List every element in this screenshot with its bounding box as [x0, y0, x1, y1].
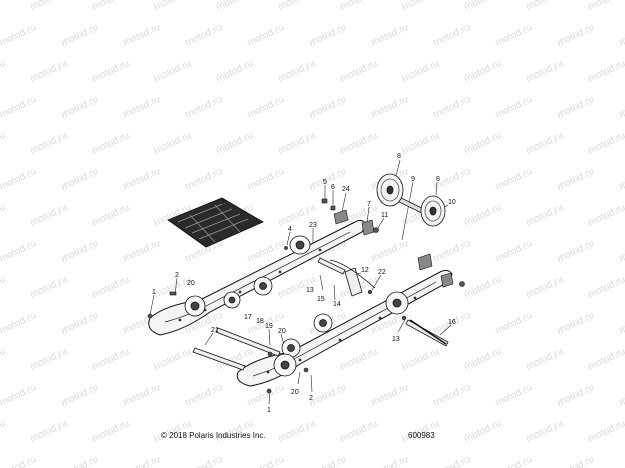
diagram-number: 600983 — [408, 431, 435, 440]
callout-13: 13 — [392, 336, 400, 343]
callout-15: 15 — [317, 296, 325, 303]
cross-shafts — [192, 257, 449, 371]
callout-11: 11 — [381, 212, 388, 219]
callout-9: 9 — [411, 176, 415, 183]
callout-20: 20 — [278, 328, 286, 335]
callout-23: 23 — [309, 222, 317, 229]
callout-3: 3 — [221, 199, 225, 206]
rear-axle-assembly — [376, 173, 446, 227]
callout-5: 5 — [323, 179, 327, 186]
callout-13: 13 — [306, 287, 314, 294]
callout-2: 2 — [175, 272, 179, 279]
copyright-notice: © 2018 Polaris Industries Inc. — [161, 431, 266, 440]
callout-8: 8 — [436, 176, 440, 183]
callout-8: 8 — [397, 153, 401, 160]
callout-2: 2 — [309, 395, 313, 402]
callout-1: 1 — [152, 289, 156, 296]
callout-7: 7 — [367, 201, 371, 208]
callout-6: 6 — [331, 184, 335, 191]
callout-labels: 8 9 8 10 5 6 24 7 11 3 4 23 2 20 1 13 15… — [152, 153, 456, 414]
callout-14: 14 — [333, 301, 341, 308]
callout-22: 22 — [378, 269, 386, 276]
hardware-parts — [147, 198, 465, 394]
callout-20: 20 — [291, 389, 299, 396]
leader-lines — [149, 159, 452, 405]
callout-24: 24 — [342, 186, 350, 193]
callout-1: 1 — [267, 407, 271, 414]
callout-21: 21 — [211, 327, 219, 334]
callout-19: 19 — [265, 323, 273, 330]
callout-10: 10 — [448, 199, 456, 206]
track-block — [167, 197, 264, 248]
callout-16: 16 — [448, 319, 456, 326]
callout-20: 20 — [187, 280, 195, 287]
callout-4: 4 — [288, 226, 292, 233]
callout-18: 18 — [256, 318, 264, 325]
callout-17: 17 — [244, 314, 252, 321]
idler-wheels — [184, 235, 409, 377]
callout-12: 12 — [361, 267, 369, 274]
